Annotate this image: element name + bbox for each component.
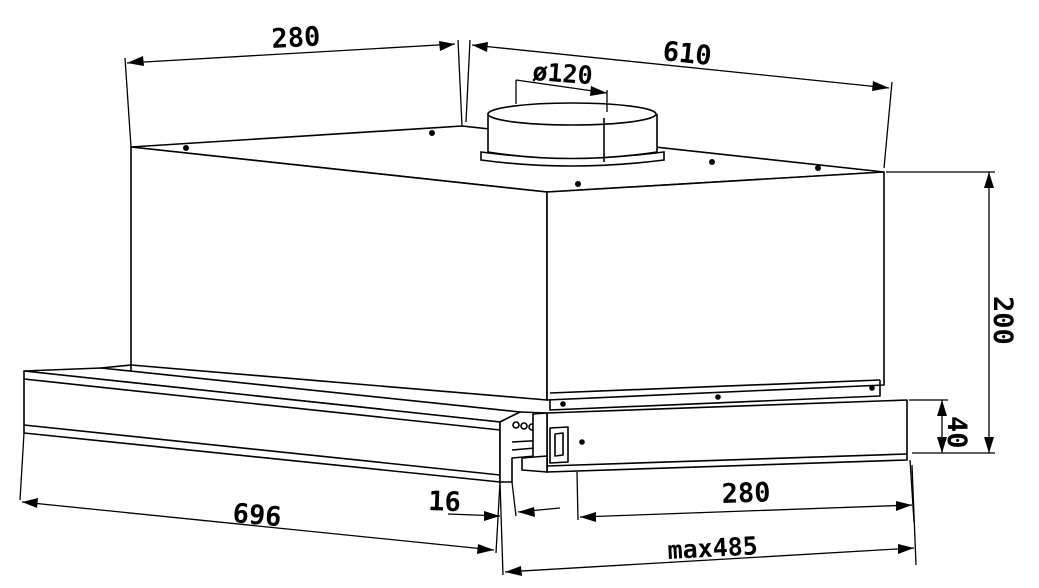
- dim-front-width: 696: [231, 498, 282, 533]
- hood-right-face: [546, 171, 885, 401]
- slide-panel: [546, 399, 908, 473]
- hood-bottom-rail: [549, 379, 881, 394]
- mount-hole: [708, 159, 715, 166]
- mount-hole: [183, 145, 190, 152]
- dim-slide-depth: 280: [721, 477, 771, 510]
- dim-height: 200: [987, 296, 1018, 345]
- dim-max-extension: max485: [667, 531, 759, 565]
- mount-hole: [814, 165, 821, 172]
- exhaust-collar: [480, 102, 665, 167]
- dim-front-offset: 16: [428, 486, 462, 518]
- mount-hole: [428, 130, 435, 137]
- arrowheads: [22, 41, 994, 576]
- mount-hole: [574, 181, 581, 188]
- dim-front-panel-height: 40: [941, 416, 972, 449]
- dim-top-width: 610: [661, 36, 713, 72]
- dim-top-depth: 280: [271, 21, 321, 55]
- hood-body: [130, 125, 885, 411]
- front-panel: [23, 364, 908, 483]
- dim-duct-diameter: ø120: [532, 57, 594, 90]
- hood-left-face: [130, 146, 548, 401]
- dimension-lines: [19, 39, 995, 576]
